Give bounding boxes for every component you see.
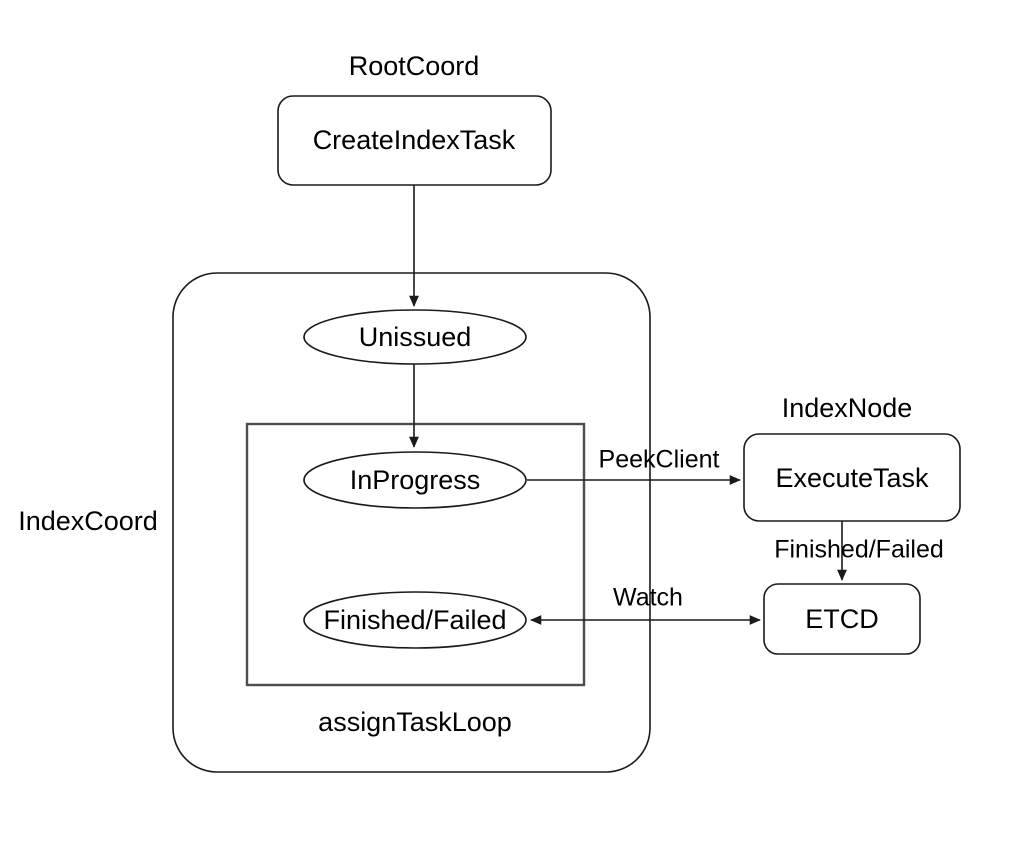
edge-label-finished-failed: Finished/Failed — [774, 536, 944, 564]
assign-task-loop-container — [245, 422, 586, 687]
create-index-task-label: CreateIndexTask — [313, 125, 516, 155]
rootcoord-group-label: RootCoord — [349, 51, 480, 81]
create-index-task-box[interactable] — [277, 95, 552, 186]
node-create-index-task[interactable]: CreateIndexTask — [277, 95, 552, 186]
assign-task-loop-group-label: assignTaskLoop — [318, 707, 512, 737]
node-finished-failed[interactable]: Finished/Failed — [303, 591, 527, 649]
node-execute-task[interactable]: ExecuteTask — [743, 433, 961, 522]
execute-task-box[interactable] — [743, 433, 961, 522]
execute-task-label: ExecuteTask — [775, 463, 929, 493]
finished-failed-ellipse[interactable] — [303, 591, 527, 649]
indexcoord-group-label: IndexCoord — [18, 506, 158, 536]
in-progress-ellipse[interactable] — [303, 451, 527, 509]
finished-failed-label: Finished/Failed — [323, 605, 506, 635]
indexcoord-container — [172, 272, 651, 773]
node-unissued[interactable]: Unissued — [303, 309, 527, 365]
node-etcd[interactable]: ETCD — [763, 583, 921, 655]
unissued-ellipse[interactable] — [303, 309, 527, 365]
etcd-box[interactable] — [763, 583, 921, 655]
indexnode-group-label: IndexNode — [782, 393, 913, 423]
etcd-label: ETCD — [805, 604, 879, 634]
unissued-label: Unissued — [359, 322, 472, 352]
in-progress-label: InProgress — [350, 465, 481, 495]
node-in-progress[interactable]: InProgress — [303, 451, 527, 509]
edge-label-watch: Watch — [613, 584, 683, 612]
edge-label-peek-client: PeekClient — [599, 446, 720, 474]
